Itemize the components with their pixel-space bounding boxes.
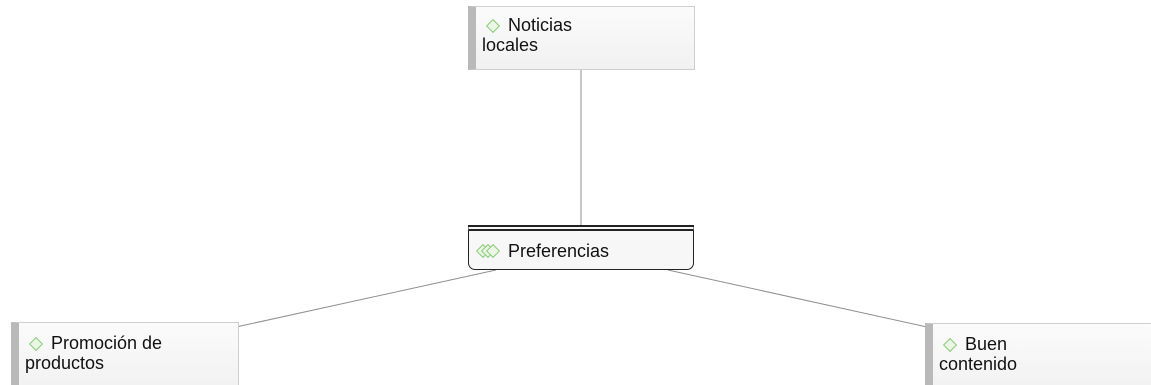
connector-right — [667, 269, 928, 328]
node-label-line-1: Promoción de — [25, 333, 232, 353]
diamond-icon — [942, 337, 958, 352]
diamond-icon — [485, 18, 501, 33]
node-title-left-line-2: productos — [25, 353, 105, 373]
node-promocion-de-productos[interactable]: Promoción de productos — [11, 322, 239, 385]
node-noticias-locales[interactable]: Noticias locales — [468, 6, 695, 70]
node-label-line-1: Noticias — [482, 15, 688, 35]
node-title-right-line-2: contenido — [939, 354, 1018, 374]
central-node-label: Preferencias — [508, 241, 610, 261]
node-title-right-line-1: Buen — [965, 334, 1008, 354]
multi-diamond-icon — [475, 244, 501, 259]
node-label-line-1: Buen — [939, 334, 1148, 354]
diamond-icon — [28, 336, 44, 351]
node-title-left-line-1: Promoción de — [51, 333, 163, 353]
central-node-preferencias[interactable]: Preferencias — [468, 225, 694, 270]
node-title-top-line-2: locales — [482, 35, 539, 55]
node-title-top-line-1: Noticias — [508, 15, 573, 35]
node-buen-contenido[interactable]: Buen contenido — [925, 323, 1151, 385]
connector-left — [235, 269, 497, 328]
